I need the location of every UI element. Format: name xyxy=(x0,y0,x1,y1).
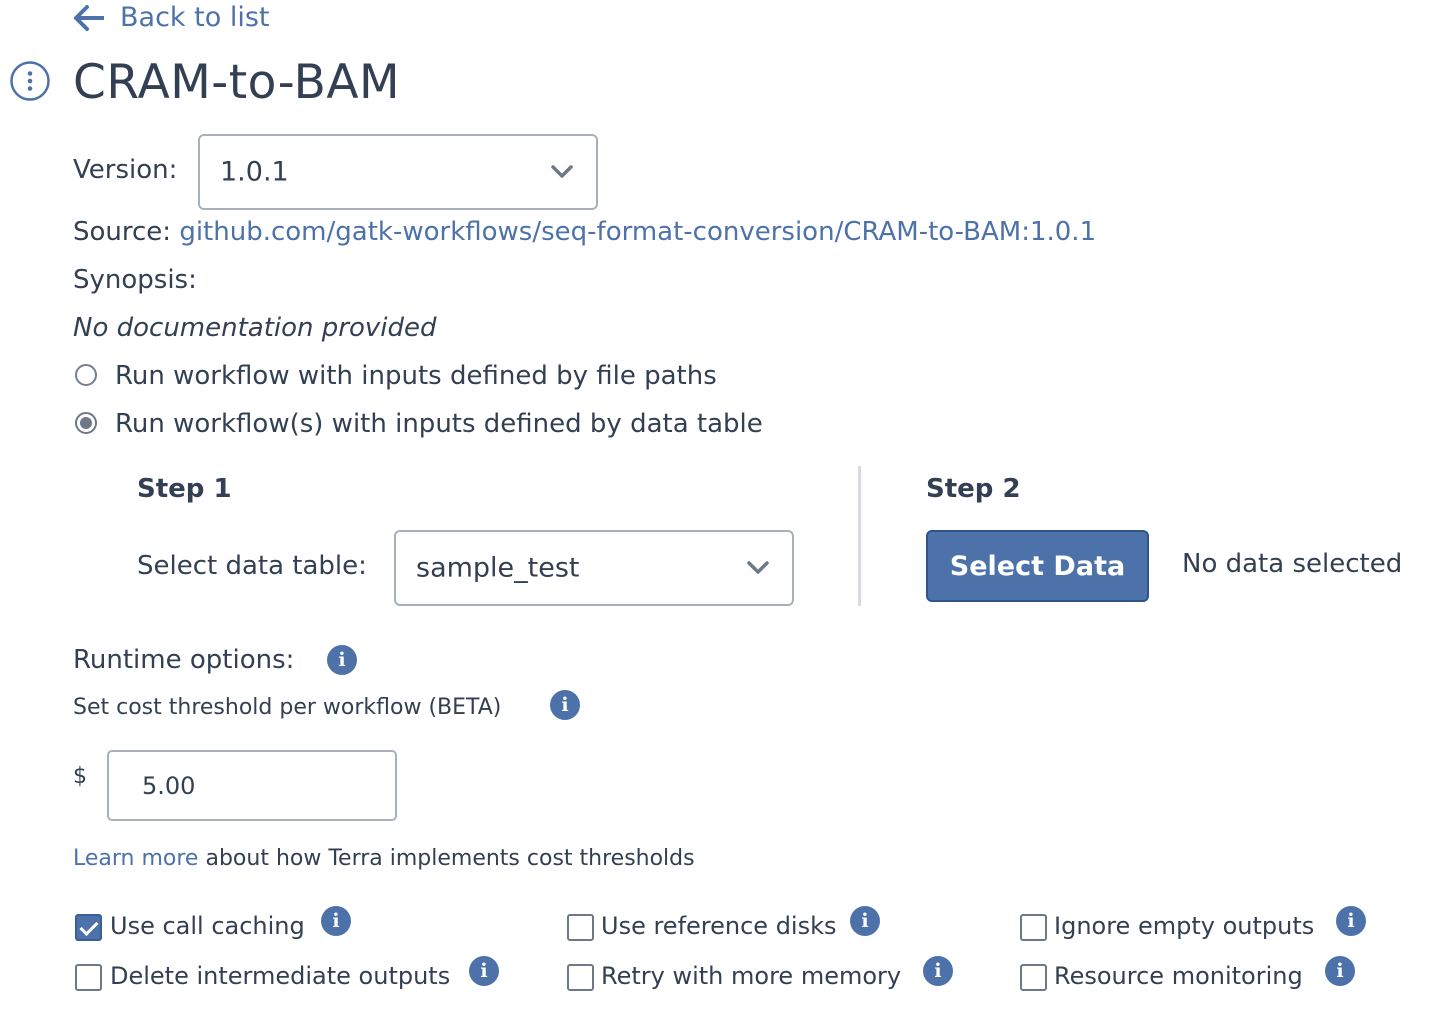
reference-disks-label[interactable]: Use reference disks xyxy=(601,912,837,940)
info-icon[interactable]: i xyxy=(550,690,580,720)
info-icon[interactable]: i xyxy=(1336,906,1366,936)
radio-file-paths[interactable] xyxy=(75,364,97,386)
source-link[interactable]: github.com/gatk-workflows/seq-format-con… xyxy=(179,217,1097,247)
radio-data-table-label[interactable]: Run workflow(s) with inputs defined by d… xyxy=(115,409,763,439)
runtime-options-label: Runtime options: xyxy=(73,645,295,675)
info-icon[interactable]: i xyxy=(321,906,351,936)
learn-more-text: about how Terra implements cost threshol… xyxy=(205,846,695,871)
data-table-select[interactable]: sample_test xyxy=(394,530,794,606)
arrow-left-icon xyxy=(74,4,104,31)
info-icon[interactable]: i xyxy=(469,956,499,986)
radio-data-table[interactable] xyxy=(75,412,97,434)
synopsis-text: No documentation provided xyxy=(73,313,437,343)
cost-threshold-input[interactable] xyxy=(107,750,397,821)
info-icon[interactable]: i xyxy=(923,956,953,986)
chevron-down-icon xyxy=(551,165,573,178)
ignore-empty-outputs-label[interactable]: Ignore empty outputs xyxy=(1054,912,1315,940)
call-caching-label[interactable]: Use call caching xyxy=(110,912,305,940)
version-value: 1.0.1 xyxy=(220,156,289,188)
learn-more-row: Learn more about how Terra implements co… xyxy=(73,846,695,871)
synopsis-label: Synopsis: xyxy=(73,265,197,295)
back-to-list-label: Back to list xyxy=(120,2,270,33)
step-divider xyxy=(858,466,861,606)
more-options-icon[interactable] xyxy=(10,61,50,101)
delete-intermediate-checkbox[interactable] xyxy=(75,964,102,991)
retry-more-memory-label[interactable]: Retry with more memory xyxy=(601,962,902,990)
info-icon[interactable]: i xyxy=(327,645,357,675)
radio-file-paths-label[interactable]: Run workflow with inputs defined by file… xyxy=(115,361,717,391)
currency-symbol: $ xyxy=(73,764,87,789)
ignore-empty-outputs-checkbox[interactable] xyxy=(1020,914,1047,941)
cost-threshold-label: Set cost threshold per workflow (BETA) xyxy=(73,695,502,720)
info-icon[interactable]: i xyxy=(1325,956,1355,986)
step2-heading: Step 2 xyxy=(926,474,1021,504)
version-label: Version: xyxy=(73,155,178,185)
delete-intermediate-label[interactable]: Delete intermediate outputs xyxy=(110,962,451,990)
source-row: Source: github.com/gatk-workflows/seq-fo… xyxy=(73,217,1096,247)
resource-monitoring-label[interactable]: Resource monitoring xyxy=(1054,962,1303,990)
retry-more-memory-checkbox[interactable] xyxy=(567,964,594,991)
data-table-label: Select data table: xyxy=(137,551,367,581)
source-label: Source: xyxy=(73,217,172,247)
chevron-down-icon xyxy=(747,561,769,574)
call-caching-checkbox[interactable] xyxy=(75,914,102,941)
back-to-list-link[interactable]: Back to list xyxy=(74,2,269,33)
info-icon[interactable]: i xyxy=(850,906,880,936)
select-data-button[interactable]: Select Data xyxy=(926,530,1149,602)
step1-heading: Step 1 xyxy=(137,474,232,504)
page-title: CRAM-to-BAM xyxy=(73,55,401,110)
version-select[interactable]: 1.0.1 xyxy=(198,134,598,210)
reference-disks-checkbox[interactable] xyxy=(567,914,594,941)
data-table-value: sample_test xyxy=(416,552,580,584)
resource-monitoring-checkbox[interactable] xyxy=(1020,964,1047,991)
learn-more-link[interactable]: Learn more xyxy=(73,846,199,871)
data-selection-status: No data selected xyxy=(1182,549,1403,579)
